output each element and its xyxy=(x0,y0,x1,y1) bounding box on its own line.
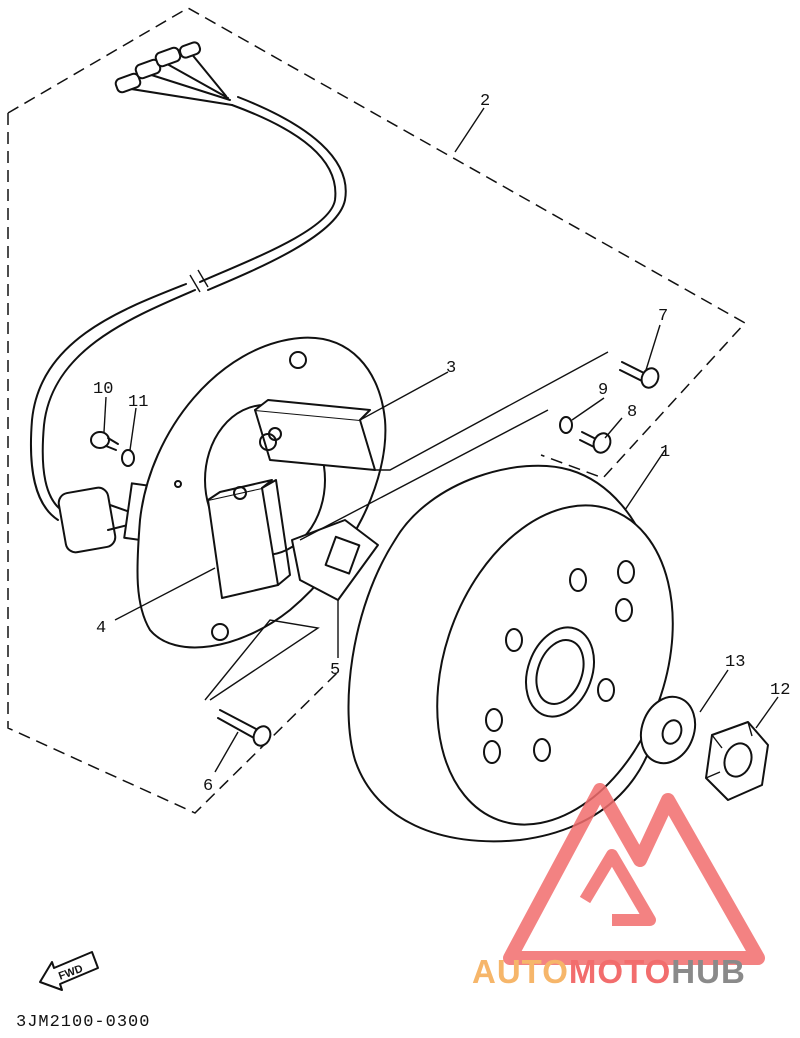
screw-8 xyxy=(579,431,612,454)
watermark-logo-icon xyxy=(503,783,765,965)
charging-coil xyxy=(254,399,376,471)
callout-6: 6 xyxy=(203,777,213,796)
callout-5: 5 xyxy=(330,661,340,680)
callout-3: 3 xyxy=(446,359,456,378)
part-code: 3JM2100-0300 xyxy=(16,1013,151,1032)
plain-washer xyxy=(639,695,697,765)
leader-lines xyxy=(103,107,779,773)
callout-7: 7 xyxy=(658,307,668,326)
callout-11: 11 xyxy=(128,393,148,412)
callout-9: 9 xyxy=(598,381,608,400)
callout-10: 10 xyxy=(93,380,113,399)
callout-4: 4 xyxy=(96,619,106,638)
lock-washer-9 xyxy=(559,416,573,434)
flange-nut xyxy=(705,721,769,801)
callout-13: 13 xyxy=(725,653,745,672)
screw-10 xyxy=(90,431,119,451)
callout-2: 2 xyxy=(480,92,490,111)
callout-8: 8 xyxy=(627,403,637,422)
watermark-text: AUTOMOTOHUB xyxy=(472,953,746,991)
callout-1: 1 xyxy=(660,443,670,462)
fwd-arrow-icon: FWD xyxy=(39,951,99,991)
watermark-auto: AUTO xyxy=(472,953,569,990)
callout-labels: 1 2 3 4 5 6 7 8 9 10 11 12 13 xyxy=(93,92,790,796)
pickup-coil xyxy=(207,479,291,599)
rotor-flywheel xyxy=(347,464,674,843)
callout-12: 12 xyxy=(770,681,790,700)
screw-6 xyxy=(217,709,272,747)
screw-7 xyxy=(619,361,660,389)
watermark-hub: HUB xyxy=(671,953,746,990)
watermark-moto: MOTO xyxy=(568,953,672,990)
washer-11 xyxy=(121,449,135,467)
source-coil-bracket xyxy=(291,519,379,601)
